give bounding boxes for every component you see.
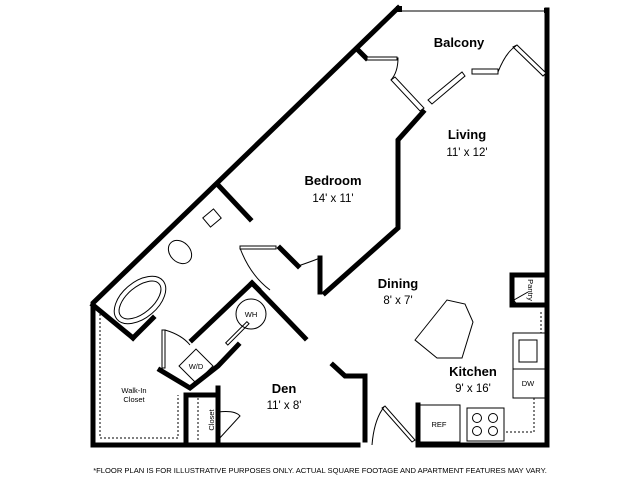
sink-icon [202, 208, 222, 228]
label-wd: W/D [189, 362, 204, 371]
room-size-living: 11' x 12' [446, 147, 487, 159]
kitchen-island [414, 299, 474, 359]
water-heater-icon [235, 298, 267, 330]
room-size-bedroom: 14' x 11' [312, 193, 353, 205]
room-label-bedroom: Bedroom [304, 173, 361, 188]
stove-icon [466, 407, 505, 442]
bathroom-fixtures [113, 208, 222, 325]
bathtub-icon [113, 275, 167, 325]
room-label-balcony: Balcony [434, 35, 485, 50]
room-size-dining: 8' x 7' [383, 295, 412, 307]
room-size-den: 11' x 8' [267, 400, 302, 412]
room-label-living: Living [448, 127, 486, 142]
room-label-walk-in-closet-2: Closet [123, 395, 145, 404]
doors [161, 245, 529, 446]
closet-shelf [99, 310, 179, 439]
windows [366, 44, 547, 112]
label-wh: WH [245, 310, 258, 319]
refrigerator [419, 404, 461, 443]
room-size-kitchen: 9' x 16' [455, 383, 491, 395]
toilet-icon [167, 239, 193, 265]
room-label-dining: Dining [378, 276, 418, 291]
label-closet: Closet [207, 408, 216, 430]
disclaimer-text: *FLOOR PLAN IS FOR ILLUSTRATIVE PURPOSES… [93, 466, 547, 475]
label-pantry: Pantry [526, 279, 535, 301]
room-label-walk-in-closet: Walk-In [121, 386, 146, 395]
label-ref: REF [432, 420, 447, 429]
sink-counter [512, 332, 548, 370]
room-label-den: Den [272, 381, 297, 396]
interior-walls [89, 45, 550, 448]
room-label-kitchen: Kitchen [449, 364, 497, 379]
dishwasher [512, 368, 548, 399]
washer-dryer-icon [178, 348, 214, 384]
label-dw: DW [522, 379, 535, 388]
kitchen-sink-icon [518, 339, 538, 363]
outer-walls [90, 4, 550, 448]
